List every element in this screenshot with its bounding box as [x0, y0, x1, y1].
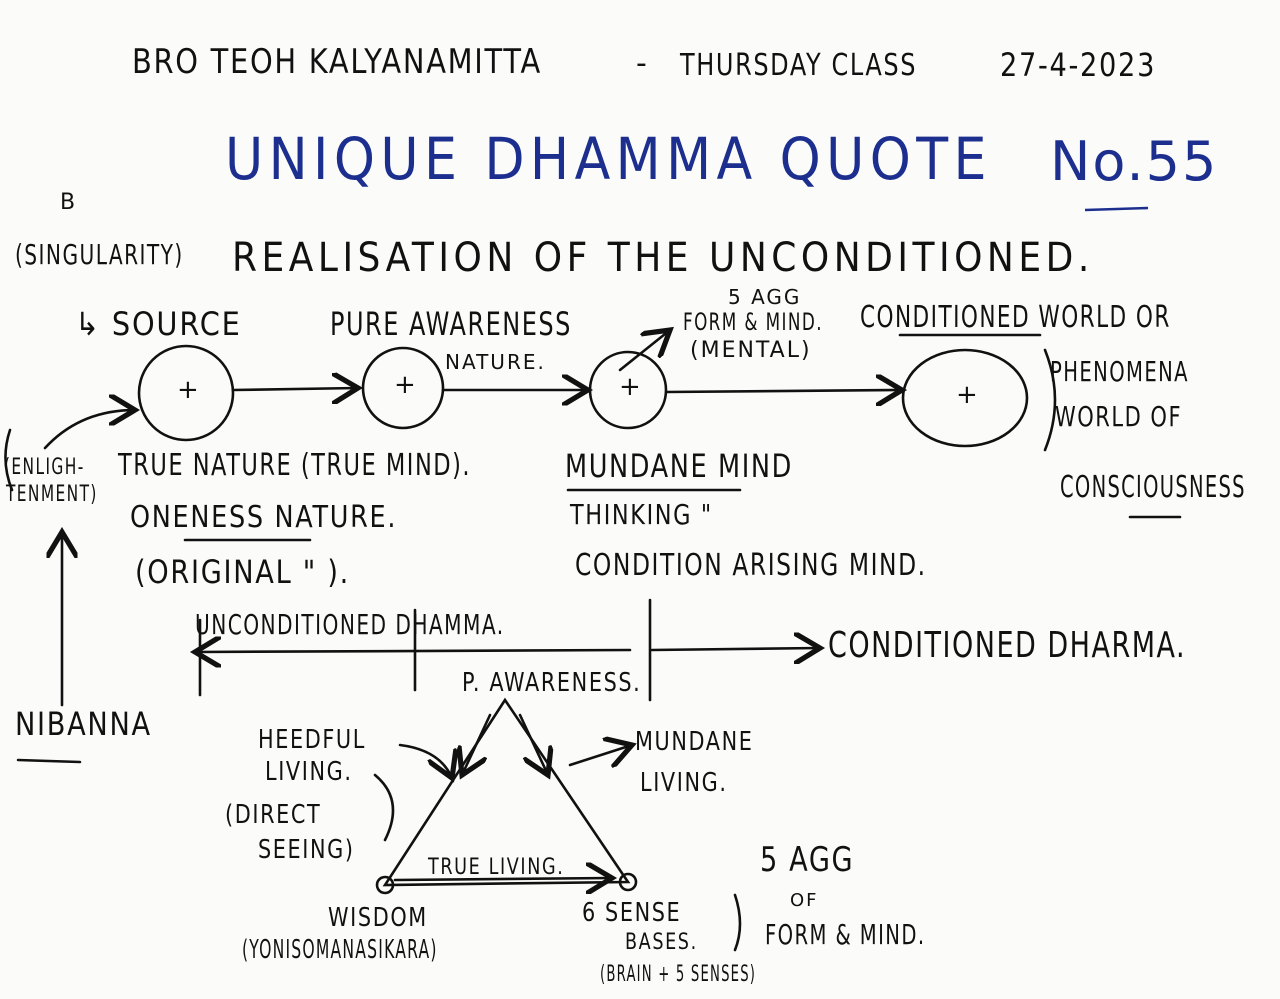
label-form-mind-bottom: FORM & MIND.: [765, 918, 926, 951]
label-seeing: SEEING): [258, 835, 355, 865]
arrow-form-to-world: [664, 390, 902, 392]
header-dash: -: [636, 46, 649, 81]
header-date: 27-4-2023: [1000, 46, 1157, 84]
label-yoniso: (YONISOMANASIKARA): [242, 935, 438, 965]
label-mundane-mind: MUNDANE MIND: [565, 447, 793, 485]
label-pure-awareness: PURE AWARENESS: [330, 305, 572, 343]
label-condition-arising: CONDITION ARISING MIND.: [575, 548, 927, 583]
heading-singularity: (SINGULARITY): [15, 238, 184, 271]
label-bases: BASES.: [625, 930, 698, 955]
plus-form: +: [619, 372, 643, 402]
arrow-source-to-awareness: [231, 388, 358, 390]
vertex-senses: [618, 872, 638, 892]
arrow-mundane-down: [518, 713, 548, 775]
label-thinking: THINKING ": [570, 498, 713, 531]
label-of: OF: [790, 890, 819, 911]
node-source: [137, 344, 235, 442]
bracket-senses: [733, 893, 742, 952]
arrow-mundane-living: [568, 745, 632, 765]
label-conditioned-dharma: CONDITIONED DHARMA.: [828, 625, 1187, 666]
label-mundane-living: LIVING.: [640, 768, 728, 798]
label-phenomena: PHENOMENA: [1050, 355, 1190, 388]
label-world-of: WORLD OF: [1055, 400, 1183, 433]
label-true-nature: TRUE NATURE (TRUE MIND).: [118, 448, 472, 483]
arrow-heedful: [398, 743, 452, 778]
bracket-direct-seeing: [373, 773, 395, 842]
label-enlightenment-1: (ENLIGH-: [4, 455, 85, 480]
arrow-to-5-agg: [618, 330, 670, 372]
label-mundane: MUNDANE: [635, 727, 754, 757]
label-consciousness: CONSCIOUSNESS: [1060, 470, 1246, 505]
header-class: THURSDAY CLASS: [680, 48, 918, 83]
plus-awareness: +: [394, 370, 418, 400]
heading-text: REALISATION OF THE UNCONDITIONED.: [232, 235, 1094, 281]
label-wisdom: WISDOM: [328, 903, 428, 933]
label-heedful-living: LIVING.: [265, 757, 353, 787]
heading-marker: B: [60, 190, 78, 215]
label-true-living: TRUE LIVING.: [428, 855, 565, 880]
title-text: Unique Dhamma Quote: [225, 125, 992, 193]
arrow-true-living: [393, 878, 612, 880]
label-nature: NATURE.: [445, 350, 546, 374]
label-6-sense: 6 SENSE: [582, 898, 682, 928]
paren-enlightenment: [4, 428, 14, 492]
label-p-awareness: P. AWARENESS.: [462, 668, 642, 698]
label-mental: (MENTAL): [690, 338, 812, 363]
nibanna-underline: [16, 758, 82, 764]
title-number-underline: [1084, 206, 1149, 212]
label-enlightenment-2: TENMENT): [6, 482, 98, 507]
label-5-agg-bottom: 5 AGG: [760, 840, 855, 880]
label-source: ↳ SOURCE: [75, 305, 242, 343]
plus-source: +: [177, 375, 201, 405]
title-number: No.55: [1050, 130, 1219, 193]
bracket-right: [1043, 348, 1057, 452]
arrow-conditioned-dharma: [650, 648, 820, 650]
label-form-mind: FORM & MIND.: [683, 308, 823, 336]
arrow-to-source: [43, 410, 135, 450]
label-oneness: ONENESS NATURE.: [130, 500, 398, 535]
arrow-unconditioned: [195, 650, 632, 652]
label-heedful: HEEDFUL: [258, 725, 366, 755]
label-original: (ORIGINAL " ).: [135, 553, 351, 591]
arrow-heedful-down: [462, 713, 492, 775]
label-brain-senses: (BRAIN + 5 SENSES): [600, 962, 757, 987]
label-5-agg: 5 AGG: [728, 285, 802, 309]
triangle: [382, 697, 631, 887]
label-conditioned-world: CONDITIONED WORLD OR: [860, 300, 1171, 335]
plus-world: +: [956, 380, 980, 410]
header-teacher: BRO TEOH KALYANAMITTA: [132, 42, 542, 82]
label-direct: (DIRECT: [225, 800, 322, 830]
vertex-wisdom: [375, 875, 395, 895]
label-nibanna: NIBANNA: [15, 705, 152, 743]
label-unconditioned-dhamma: UNCONDITIONED DHAMMA.: [195, 608, 505, 641]
